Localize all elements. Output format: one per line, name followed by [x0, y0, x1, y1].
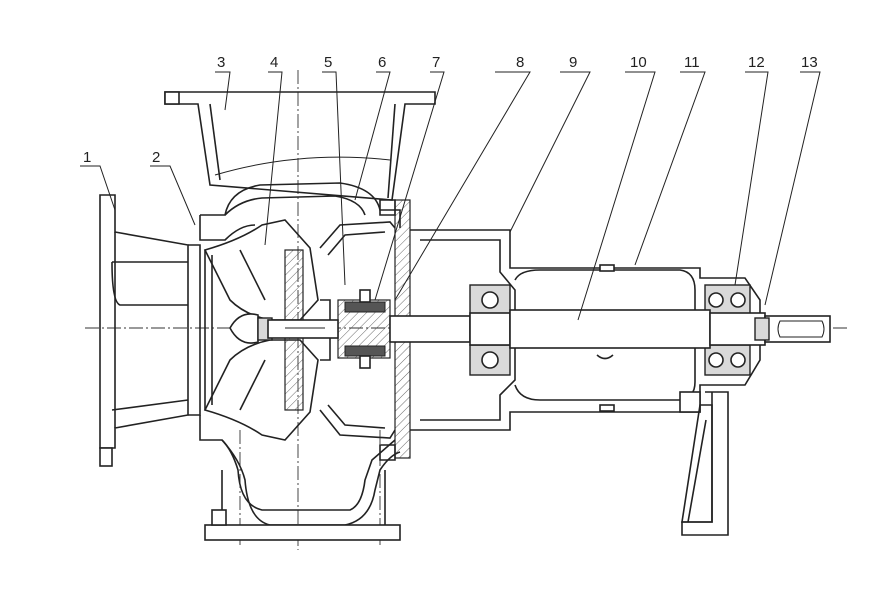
leader-lines: [80, 71, 821, 321]
callout-8: 8: [516, 54, 524, 71]
callout-11: 11: [684, 54, 700, 71]
callout-10: 10: [630, 54, 647, 71]
callout-12: 12: [748, 54, 765, 71]
shaft: [267, 309, 831, 349]
volute-casing: [199, 182, 401, 541]
seal-assembly: [337, 289, 391, 369]
callout-9: 9: [569, 54, 577, 71]
callout-2: 2: [152, 149, 160, 166]
callout-3: 3: [217, 54, 225, 71]
callout-5: 5: [324, 54, 332, 71]
suction-inlet: [99, 194, 201, 467]
callout-4: 4: [270, 54, 278, 71]
impeller-nut: [229, 313, 273, 344]
callout-labels: 1 2 3 4 5 6 7 8 9 10 11 12 13: [83, 54, 818, 166]
callout-1: 1: [83, 149, 91, 166]
callout-6: 6: [378, 54, 386, 71]
callout-7: 7: [432, 54, 440, 71]
callout-13: 13: [801, 54, 818, 71]
bearings: [469, 284, 751, 376]
support-bracket: [681, 391, 729, 536]
